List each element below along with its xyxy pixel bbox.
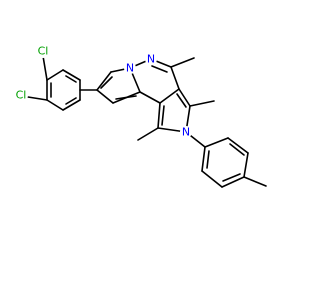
bond — [178, 88, 191, 107]
bond — [170, 57, 195, 68]
bond — [161, 105, 165, 126]
bond-layer — [27, 55, 267, 188]
atom-cl-2: Cl — [14, 88, 28, 102]
bond — [227, 137, 249, 154]
atom-n-pyrrole-bridgehead: N — [124, 62, 136, 75]
bond — [201, 146, 206, 172]
atom-label-text: N — [182, 126, 190, 139]
atom-n-pyrrole-central: N — [180, 126, 192, 139]
bond — [65, 75, 77, 83]
bond — [201, 170, 223, 188]
bond — [96, 71, 112, 91]
bond — [115, 95, 137, 100]
bond — [96, 89, 114, 104]
bond — [221, 176, 245, 188]
bond — [243, 176, 267, 187]
atom-label-text: Cl — [38, 45, 49, 58]
bond — [189, 100, 215, 107]
bond — [206, 150, 210, 169]
bond — [100, 76, 113, 89]
bond — [27, 96, 48, 101]
atom-n-pyridazine: N — [145, 53, 157, 66]
bond — [62, 69, 81, 81]
bond — [157, 102, 161, 129]
bond — [176, 93, 187, 108]
bond — [222, 173, 241, 182]
atom-label-text: N — [126, 62, 134, 75]
molecule-structure-diagram: Cl Cl N N N — [14, 44, 267, 188]
bond — [46, 69, 64, 81]
bond — [62, 99, 81, 111]
bond — [204, 137, 229, 148]
atom-cl-1: Cl — [36, 44, 50, 58]
bond — [139, 91, 161, 104]
bond — [42, 55, 48, 81]
bond — [170, 66, 180, 90]
atom-label-text: Cl — [16, 89, 27, 102]
bond — [159, 88, 180, 104]
bond — [137, 127, 159, 141]
bond — [151, 65, 168, 73]
bond — [229, 143, 245, 156]
bond — [46, 99, 64, 111]
bond — [65, 97, 77, 105]
bond — [243, 152, 249, 178]
atom-label-layer: Cl Cl N N N — [14, 44, 192, 139]
atom-label-text: N — [147, 53, 155, 66]
